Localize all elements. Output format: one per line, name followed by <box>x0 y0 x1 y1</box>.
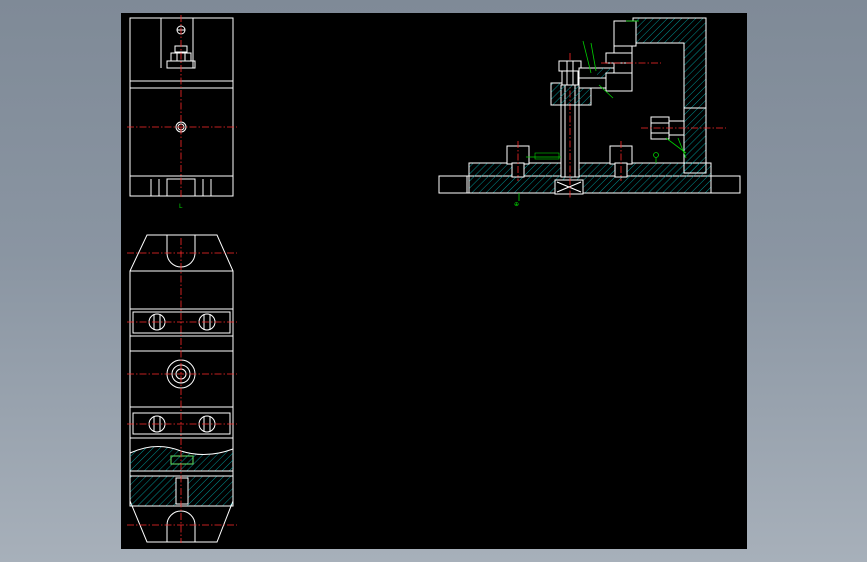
side-view: L <box>127 15 237 210</box>
section-mark: L <box>179 203 183 210</box>
cad-drawing: L <box>127 15 741 543</box>
side-view-frame <box>129 17 234 197</box>
cad-drawing-viewport[interactable]: L <box>121 13 747 549</box>
dimension-annotations <box>518 20 687 201</box>
plan-view <box>127 234 237 543</box>
front-view-mark: ⊕ <box>514 201 519 208</box>
front-section-view: ⊕ <box>438 17 741 208</box>
